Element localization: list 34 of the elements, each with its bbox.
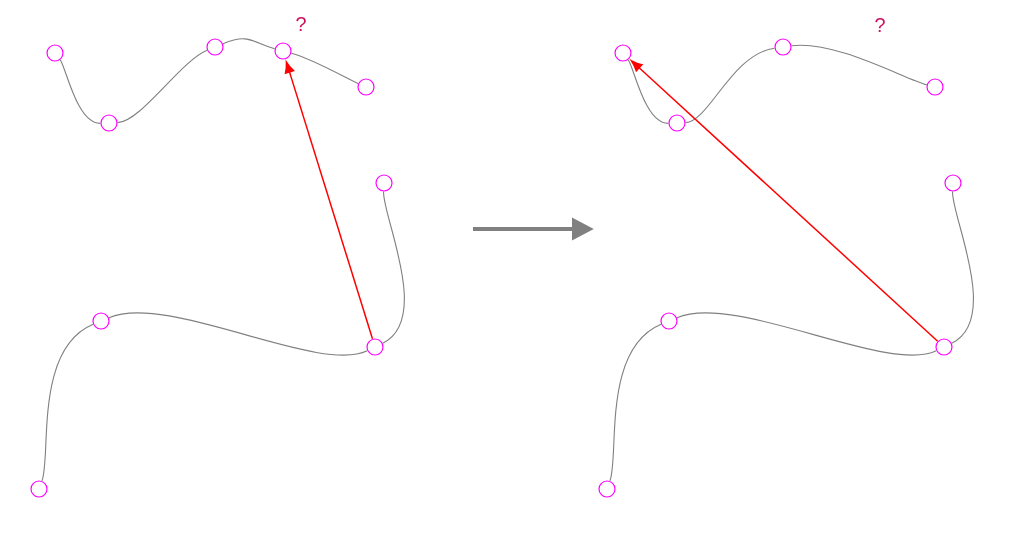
curve (59, 59, 101, 124)
point-marker (46, 44, 64, 62)
point-marker (357, 78, 375, 96)
point-marker (614, 44, 632, 62)
curve (676, 312, 937, 356)
question-mark: ? (875, 18, 885, 32)
curve (609, 323, 662, 482)
point-marker (366, 338, 384, 356)
question-mark: ? (296, 17, 306, 31)
point-marker (100, 114, 118, 132)
curve (951, 191, 974, 344)
point-marker (935, 338, 953, 356)
point-marker (668, 114, 686, 132)
point-marker (375, 174, 393, 192)
curve (685, 47, 776, 124)
point-marker (274, 42, 292, 60)
curve (222, 38, 276, 50)
curve (627, 59, 669, 124)
curve (108, 312, 368, 356)
point-marker (926, 78, 944, 96)
point-marker (944, 174, 962, 192)
point-marker (774, 38, 792, 56)
curve (117, 49, 208, 124)
point-marker (660, 312, 678, 330)
point-marker (92, 312, 110, 330)
curve (382, 191, 405, 344)
curve (41, 323, 94, 482)
arrow (284, 61, 374, 340)
point-marker (206, 38, 224, 56)
point-marker (30, 480, 48, 498)
arrow (630, 60, 939, 342)
point-marker (598, 480, 616, 498)
curve (290, 52, 359, 85)
curve (790, 44, 928, 86)
